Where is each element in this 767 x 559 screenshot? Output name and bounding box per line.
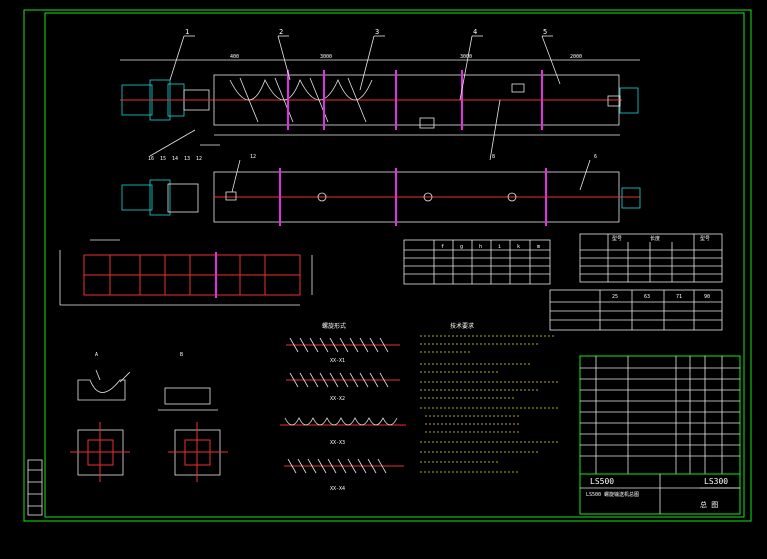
callouts-bottom-left: 16 15 14 13 12	[148, 129, 202, 162]
dim-top-4: 2000	[570, 54, 582, 60]
svg-text:型号: 型号	[700, 235, 710, 242]
svg-text:k: k	[517, 244, 520, 250]
parts-list	[579, 355, 741, 475]
conveyor-elevation-view	[120, 59, 640, 146]
svg-text:m: m	[537, 244, 540, 250]
svg-text:15: 15	[160, 156, 166, 162]
sheet-border-outer	[23, 9, 752, 522]
svg-text:12: 12	[196, 156, 202, 162]
callout-2: 2	[279, 28, 283, 36]
svg-text:71: 71	[676, 294, 682, 300]
technical-requirements: 技术要求	[420, 322, 560, 473]
spec-table-1: f g h i k m	[403, 239, 551, 285]
svg-text:XX-X3: XX-X3	[330, 440, 345, 446]
svg-text:8: 8	[492, 154, 495, 160]
svg-text:g: g	[460, 244, 463, 250]
section-details: A B	[70, 352, 228, 482]
title-model-left: LS500	[590, 477, 614, 486]
svg-text:25: 25	[612, 294, 618, 300]
svg-text:90: 90	[704, 294, 710, 300]
svg-text:14: 14	[172, 156, 178, 162]
svg-text:XX-X2: XX-X2	[330, 396, 345, 402]
trough-plan-grid	[59, 239, 313, 306]
title-subtitle: LS500 螺旋输送机总图	[586, 491, 639, 498]
svg-text:f: f	[441, 244, 444, 250]
svg-text:A: A	[95, 352, 98, 358]
title-footer: 总 图	[700, 500, 718, 509]
callout-4: 4	[473, 28, 477, 36]
conveyor-plan-view: 12 8 6	[121, 99, 641, 226]
svg-text:i: i	[498, 244, 501, 250]
svg-text:h: h	[479, 244, 482, 250]
svg-text:XX-X4: XX-X4	[330, 486, 345, 492]
svg-text:13: 13	[184, 156, 190, 162]
title-model-right: LS300	[704, 477, 728, 486]
callout-1: 1	[185, 28, 189, 36]
svg-text:16: 16	[148, 156, 154, 162]
svg-text:型号: 型号	[612, 235, 622, 242]
svg-text:B: B	[180, 352, 183, 358]
sheet-border-inner	[44, 12, 745, 518]
dim-top-2: 3000	[320, 54, 332, 60]
spec-table-2: 型号 长度 型号	[579, 233, 723, 283]
spec-table-3: 25 63 71 90	[549, 289, 723, 331]
svg-text:63: 63	[644, 294, 650, 300]
svg-text:技术要求: 技术要求	[450, 322, 474, 330]
callout-3: 3	[375, 28, 379, 36]
screw-types: 螺旋形式 XX-X1 XX-X2 XX-X3 XX-X4	[280, 322, 406, 492]
svg-text:XX-X1: XX-X1	[330, 358, 345, 364]
dim-top-1: 400	[230, 54, 239, 60]
callouts-top: 1 2 3 4 5 400 3000 3000 2000	[169, 28, 582, 101]
svg-text:螺旋形式: 螺旋形式	[322, 322, 346, 330]
title-block: LS500 LS300 LS500 螺旋输送机总图 总 图	[579, 473, 741, 515]
revision-block	[27, 459, 43, 516]
dim-top-3: 3000	[460, 54, 472, 60]
svg-text:12: 12	[250, 154, 256, 160]
svg-text:长度: 长度	[650, 235, 660, 242]
svg-text:6: 6	[594, 154, 597, 160]
callout-5: 5	[543, 28, 547, 36]
